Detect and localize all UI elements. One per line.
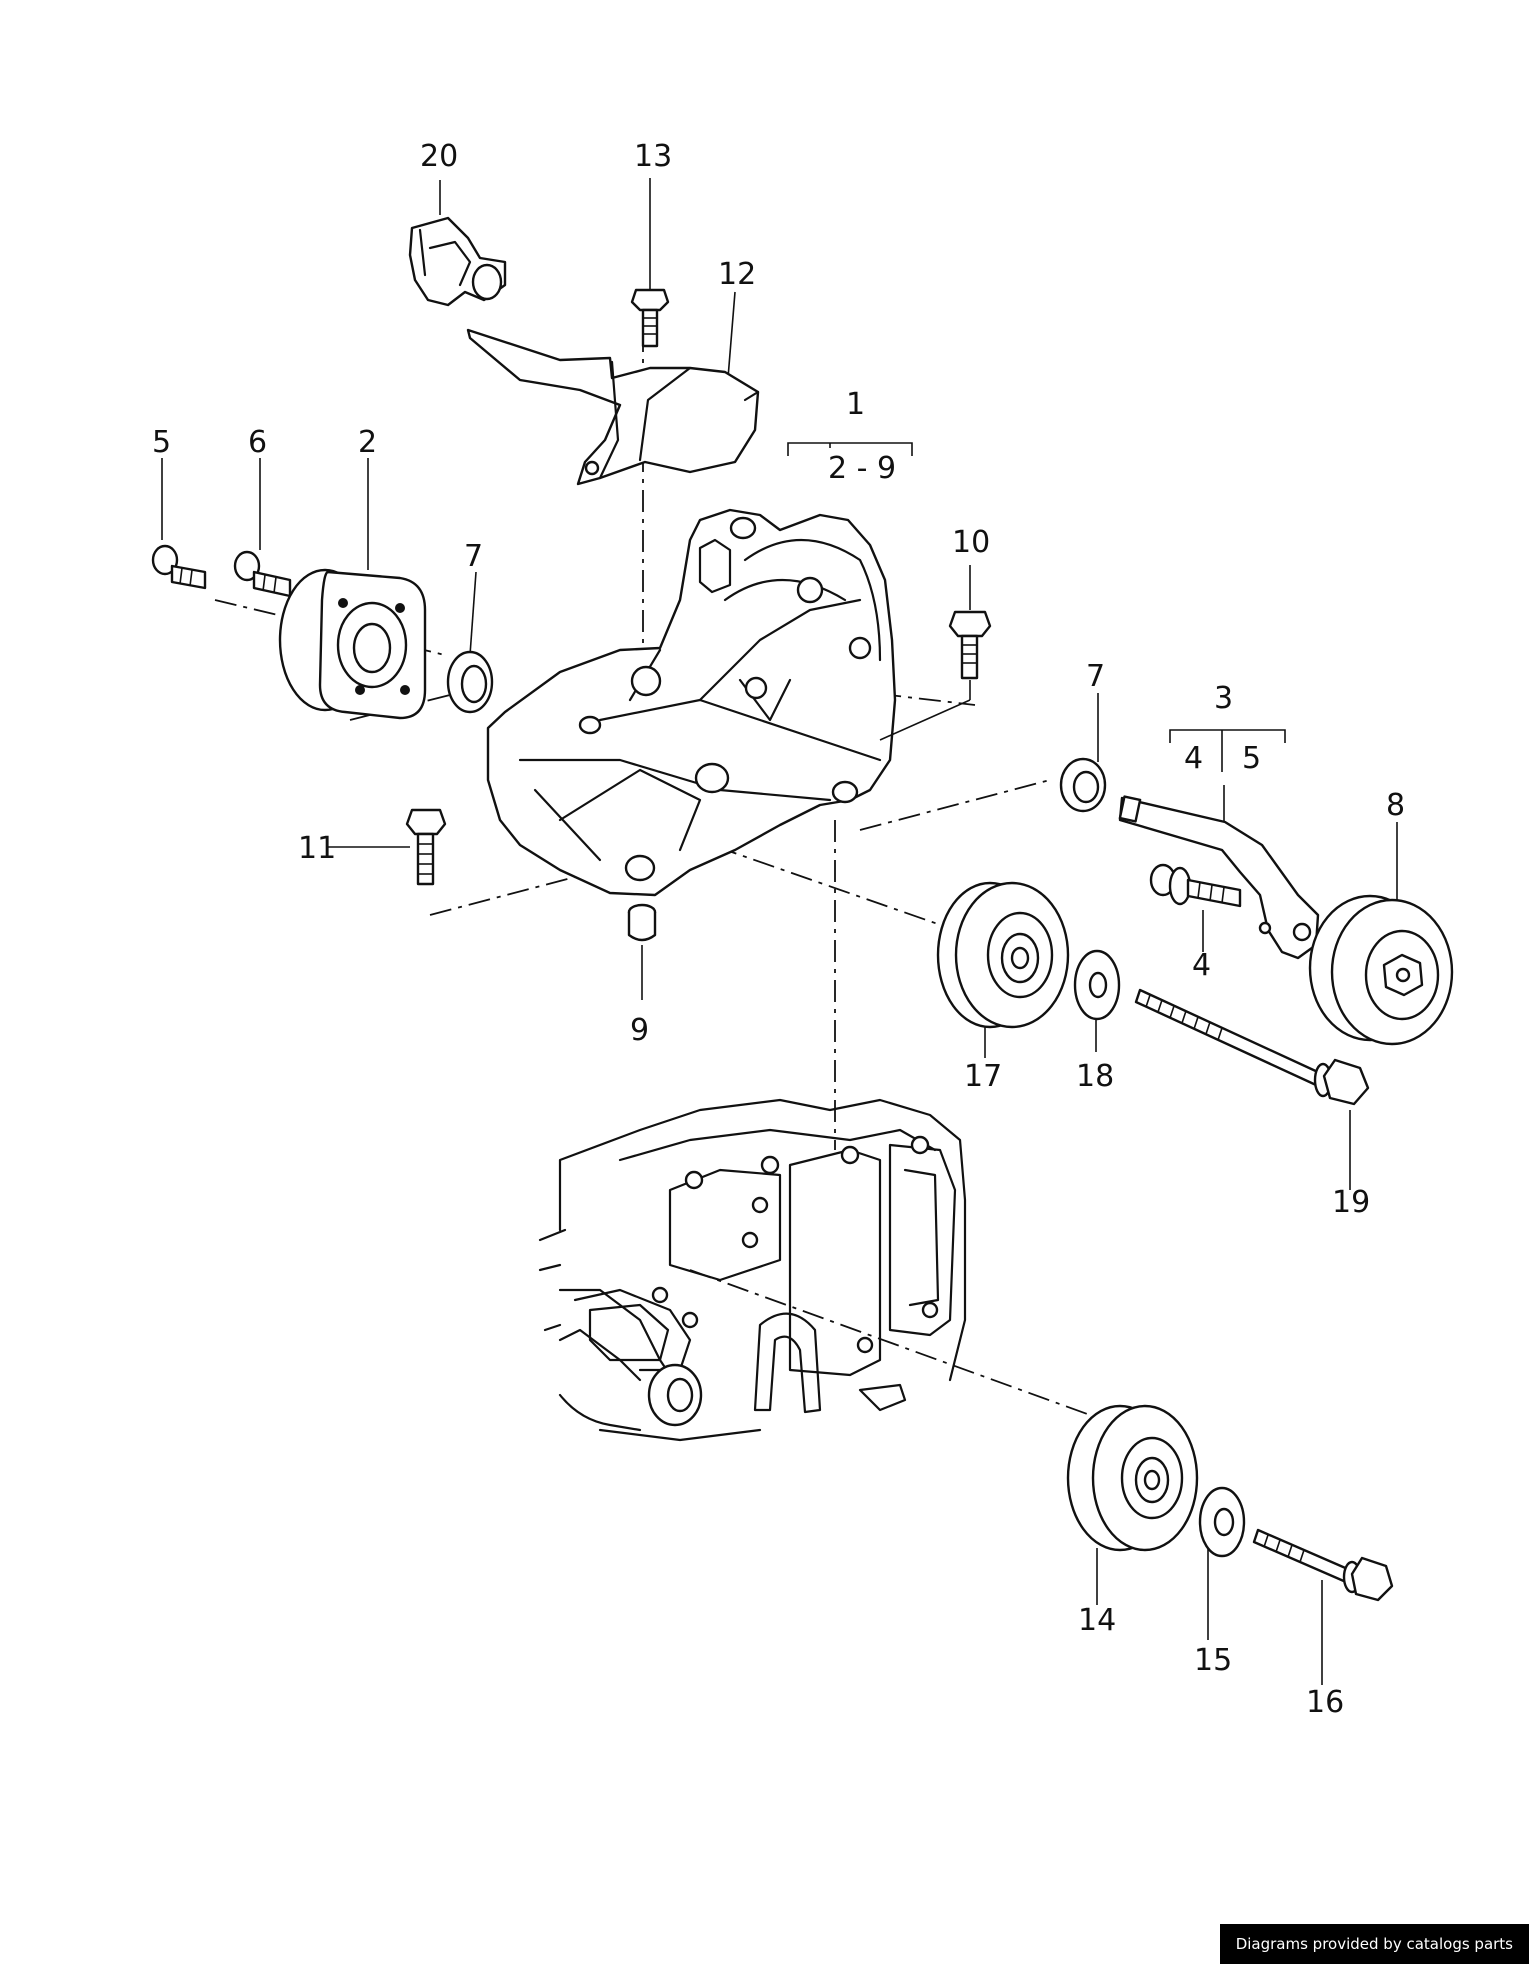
callout-5-bracket: 5 xyxy=(1242,741,1261,776)
callout-14: 14 xyxy=(1078,1603,1116,1638)
part-10-bolt[interactable] xyxy=(879,610,992,741)
engine-block xyxy=(538,1098,967,1442)
part-5-bolt[interactable] xyxy=(151,544,207,590)
part-13-bolt[interactable] xyxy=(630,288,670,348)
part-7-seal-left[interactable] xyxy=(446,650,494,714)
callout-13: 13 xyxy=(634,139,672,174)
callout-20: 20 xyxy=(420,139,458,174)
callout-5: 5 xyxy=(152,425,171,460)
part-14-pulley[interactable] xyxy=(1066,1404,1199,1552)
callout-8: 8 xyxy=(1386,788,1405,823)
callout-17: 17 xyxy=(964,1059,1002,1094)
part-6-bolt[interactable] xyxy=(233,550,292,598)
part-7-seal-right[interactable] xyxy=(1059,757,1107,813)
part-3-tension-arm[interactable] xyxy=(1118,795,1320,960)
callout-18: 18 xyxy=(1076,1059,1114,1094)
callout-labels: 20 13 12 1 2 - 9 5 6 2 7 10 7 3 4 5 8 11… xyxy=(152,139,1405,1720)
part-15-washer[interactable] xyxy=(1198,1486,1246,1558)
part-4-bolt[interactable] xyxy=(1149,863,1242,908)
callout-6: 6 xyxy=(248,425,267,460)
part-9-sleeve[interactable] xyxy=(627,903,657,942)
part-20-clip[interactable] xyxy=(408,216,507,307)
part-12-heat-shield[interactable] xyxy=(466,328,760,486)
callout-15: 15 xyxy=(1194,1643,1232,1678)
callout-11: 11 xyxy=(298,831,336,866)
callout-19: 19 xyxy=(1332,1185,1370,1220)
part-8-tension-pulley[interactable] xyxy=(1308,894,1454,1046)
credit-banner: Diagrams provided by catalogs parts xyxy=(1219,1924,1529,1964)
part-11-bolt[interactable] xyxy=(405,808,447,886)
leader-lines xyxy=(161,178,1398,1685)
part-1-main-bracket[interactable] xyxy=(486,508,897,897)
part-17-idler-pulley[interactable] xyxy=(936,881,1070,1029)
callout-7-right: 7 xyxy=(1086,659,1105,694)
part-16-bolt[interactable] xyxy=(1252,1528,1394,1602)
callout-3: 3 xyxy=(1214,681,1233,716)
part-18-washer[interactable] xyxy=(1073,949,1121,1021)
callout-2: 2 xyxy=(358,425,377,460)
callout-1: 1 xyxy=(846,387,865,422)
callout-7-left: 7 xyxy=(464,539,483,574)
callout-4-bracket: 4 xyxy=(1184,741,1203,776)
callout-10: 10 xyxy=(952,525,990,560)
callout-12: 12 xyxy=(718,257,756,292)
callout-16: 16 xyxy=(1306,1685,1344,1720)
part-2-pulley-housing[interactable] xyxy=(278,568,427,720)
callout-9: 9 xyxy=(630,1013,649,1048)
callout-2-9: 2 - 9 xyxy=(828,451,896,486)
callout-4: 4 xyxy=(1192,948,1211,983)
part-19-long-bolt[interactable] xyxy=(1134,988,1370,1106)
